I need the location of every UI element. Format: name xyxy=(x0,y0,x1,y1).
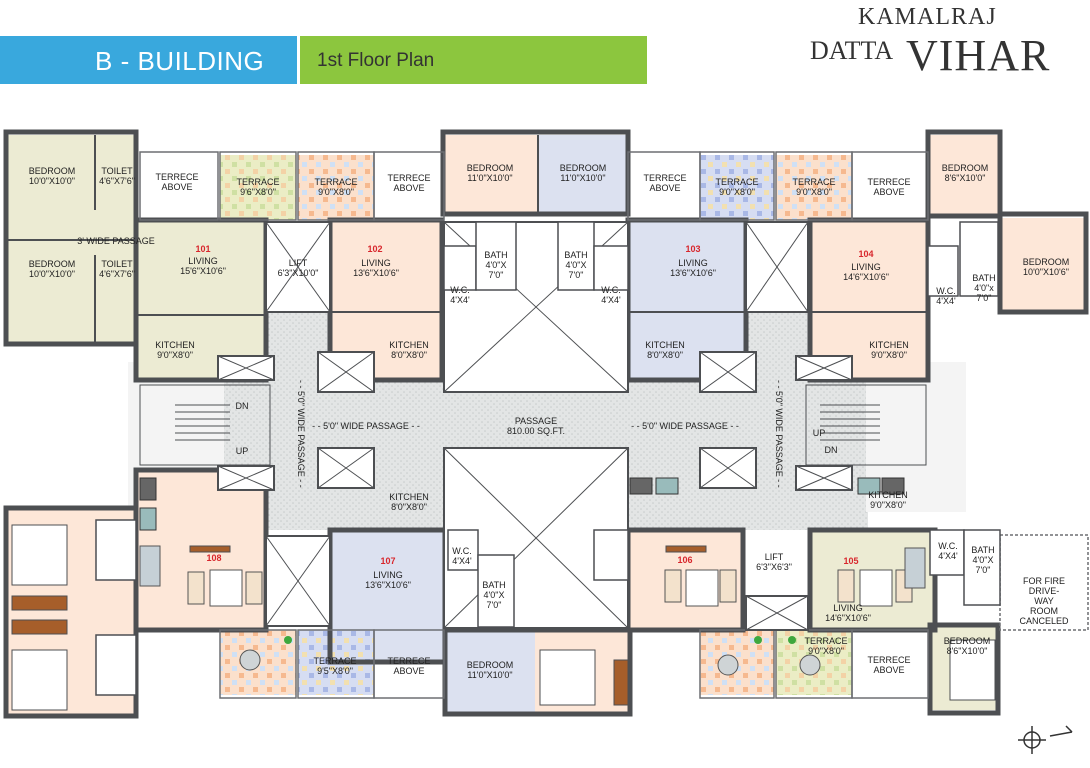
room-label-toilet-a: TOILET 4'6"X7'6" xyxy=(99,166,135,186)
unit-number-101: 101 xyxy=(195,244,211,254)
room-label-terrece-above-6: TERRECE ABOVE xyxy=(867,655,911,675)
passage-label-left-vertical: - - 5'0" WIDE PASSAGE - - xyxy=(296,380,306,488)
room-label-living-105: LIVING 14'6"X10'6" xyxy=(825,603,871,623)
room-label-wide-passage: 3' WIDE PASSAGE xyxy=(77,236,155,246)
room-label-kitchen-104: KITCHEN 9'0"X8'0" xyxy=(869,340,909,360)
unit-number-105: 105 xyxy=(843,556,859,566)
room-label-living-102: LIVING 13'6"X10'6" xyxy=(353,258,399,278)
room-label-bedroom-102: BEDROOM 11'0"X10'0" xyxy=(466,163,514,183)
room-label-terrece-above-2: TERRECE ABOVE xyxy=(387,173,431,193)
room-label-terrece-above-5: TERRECE ABOVE xyxy=(387,656,431,676)
room-label-terrace-6: TERRACE 9'0"X8'0" xyxy=(804,636,848,656)
room-label-living-101: LIVING 15'6"X10'6" xyxy=(180,256,226,276)
unit-number-103: 103 xyxy=(685,244,701,254)
unit-number-102: 102 xyxy=(367,244,383,254)
passage-label-left-horizontal: - - 5'0" WIDE PASSAGE - - xyxy=(312,421,420,431)
room-label-bedroom-107: BEDROOM 11'0"X10'0" xyxy=(466,660,514,680)
stair-label-dn-right: DN xyxy=(824,445,838,455)
room-label-living-103: LIVING 13'6"X10'6" xyxy=(670,258,716,278)
header-floor-banner xyxy=(300,36,647,84)
room-label-bath-103: BATH 4'0"X 7'0" xyxy=(564,250,588,280)
room-label-lift-top: LIFT 6'3"X10'0" xyxy=(277,258,319,278)
room-label-wc-107: W.C. 4'X4' xyxy=(452,546,472,566)
room-label-living-104: LIVING 14'6"X10'6" xyxy=(843,262,889,282)
room-label-kitchen-102: KITCHEN 8'0"X8'0" xyxy=(389,340,429,360)
room-label-bath-104: BATH 4'0"x 7'0" xyxy=(972,273,996,303)
room-label-bedroom-b: BEDROOM 10'0"X10'0" xyxy=(28,259,76,279)
room-label-terrece-above-4: TERRECE ABOVE xyxy=(867,177,911,197)
room-label-terrace-3: TERRACE 9'0"X8'0" xyxy=(715,177,759,197)
room-label-fire-drive: FOR FIRE DRIVE-WAY ROOM CANCELED xyxy=(1019,576,1069,626)
unit-number-107: 107 xyxy=(380,556,396,566)
room-label-wc-104: W.C. 4'X4' xyxy=(936,286,956,306)
room-label-bedroom-a: BEDROOM 10'0"X10'0" xyxy=(28,166,76,186)
room-label-wc-103: W.C. 4'X4' xyxy=(601,285,621,305)
room-label-kitchen-103: KITCHEN 8'0"X8'0" xyxy=(645,340,685,360)
passage-label-center: PASSAGE 810.00 SQ.FT. xyxy=(506,416,566,436)
brand-logo-right: VIHAR xyxy=(906,31,1051,80)
passage-label-right-vertical: - - 5'0" WIDE PASSAGE - - xyxy=(774,380,784,488)
header-building-banner xyxy=(0,36,297,84)
stair-label-dn-left: DN xyxy=(235,401,249,411)
room-label-terrace-1: TERRACE 9'6"X8'0" xyxy=(236,177,280,197)
room-label-kitchen-101: KITCHEN 9'0"X8'0" xyxy=(155,340,195,360)
room-label-bedroom-104: BEDROOM 8'6"X10'0" xyxy=(941,163,989,183)
room-label-wc-102: W.C. 4'X4' xyxy=(450,285,470,305)
unit-number-108: 108 xyxy=(206,553,222,563)
stair-label-up-right: UP xyxy=(812,428,826,438)
brand-logo-left: DATTA xyxy=(810,36,894,65)
room-label-bedroom-104b: BEDROOM 10'0"X10'6" xyxy=(1022,257,1070,277)
room-label-terrece-above-3: TERRECE ABOVE xyxy=(643,173,687,193)
room-label-bedroom-105: BEDROOM 8'6"X10'0" xyxy=(943,636,991,656)
stair-label-up-left: UP xyxy=(235,446,249,456)
room-label-terrace-4: TERRACE 9'0"X8'0" xyxy=(792,177,836,197)
room-label-toilet-b: TOILET 4'6"X7'6" xyxy=(99,259,135,279)
unit-number-106: 106 xyxy=(677,555,693,565)
room-label-bedroom-103: BEDROOM 11'0"X10'0" xyxy=(559,163,607,183)
floor-plan-title: 1st Floor Plan xyxy=(317,50,435,71)
room-label-bath-102: BATH 4'0"X 7'0" xyxy=(484,250,508,280)
unit-number-104: 104 xyxy=(858,249,874,259)
room-label-wc-105: W.C. 4'X4' xyxy=(938,541,958,561)
room-label-living-107: LIVING 13'6"X10'6" xyxy=(365,570,411,590)
passage-label-right-horizontal: - - 5'0" WIDE PASSAGE - - xyxy=(631,421,739,431)
brand-logo-top: KAMALRAJ xyxy=(858,4,997,30)
building-title: B - BUILDING xyxy=(95,46,265,76)
room-label-terrace-2: TERRACE 9'0"X8'0" xyxy=(314,177,358,197)
room-label-lift-bottom: LIFT 6'3"X6'3" xyxy=(756,552,792,572)
room-label-kitchen-107: KITCHEN 8'0"X8'0" xyxy=(389,492,429,512)
room-label-terrece-above-1: TERRECE ABOVE xyxy=(155,172,199,192)
room-label-bath-105: BATH 4'0"X 7'0" xyxy=(971,545,995,575)
room-label-terrace-5: TERRACE 9'5"X8'0" xyxy=(313,656,357,676)
room-label-kitchen-105: KITCHEN 9'0"X8'0" xyxy=(868,490,908,510)
room-label-bath-107: BATH 4'0"X 7'0" xyxy=(482,580,506,610)
